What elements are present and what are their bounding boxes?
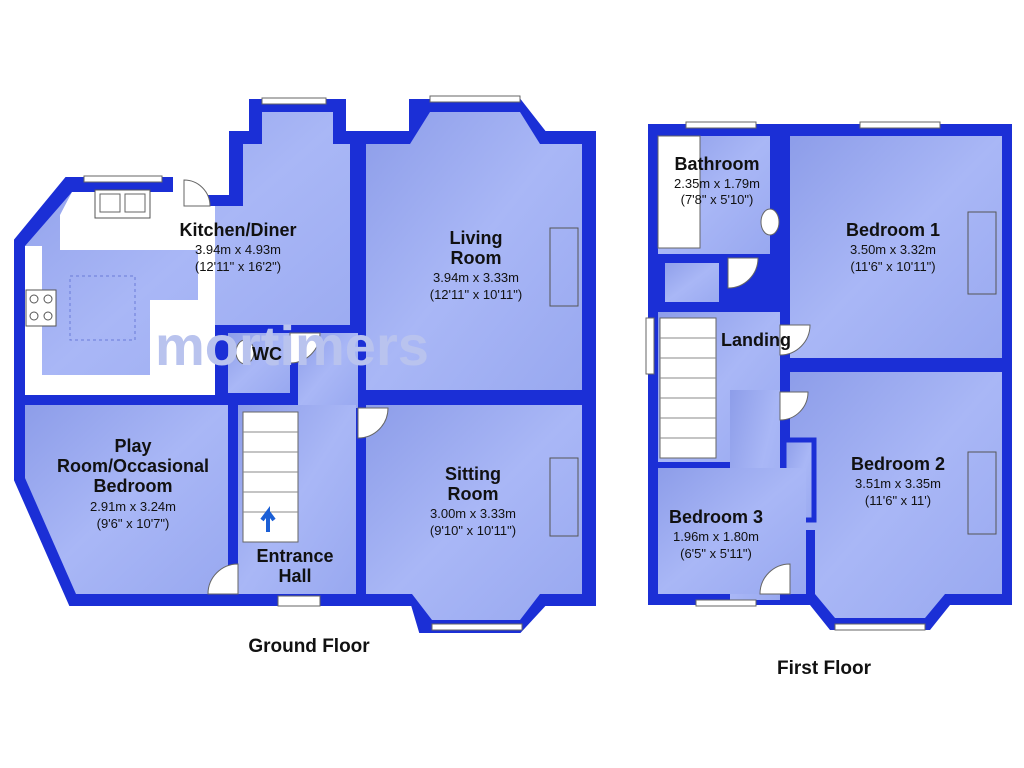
landing-window bbox=[645, 317, 655, 375]
bedroom2-name: Bedroom 2 bbox=[851, 454, 945, 474]
wc-name: WC bbox=[252, 344, 282, 364]
sitting-name-1: Sitting bbox=[445, 464, 501, 484]
play-name-2: Room/Occasional bbox=[57, 456, 209, 476]
sitting-name-2: Room bbox=[448, 484, 499, 504]
sitting-door-swing bbox=[357, 407, 389, 439]
ground-floor-label: Ground Floor bbox=[248, 636, 370, 657]
play-dim-ft: (9'6" x 10'7") bbox=[97, 516, 170, 531]
bedroom1-dim-m: 3.50m x 3.32m bbox=[850, 242, 936, 257]
bedroom2-dim-ft: (11'6" x 11') bbox=[865, 493, 931, 508]
bedroom1-fireplace bbox=[967, 211, 997, 295]
bathroom-cupboard bbox=[659, 257, 725, 308]
play-room-area bbox=[25, 405, 228, 594]
bedroom3-dim-m: 1.96m x 1.80m bbox=[673, 529, 759, 544]
play-door-swing bbox=[207, 563, 239, 595]
bedroom3-name: Bedroom 3 bbox=[669, 507, 763, 527]
wc-area bbox=[228, 333, 290, 393]
sink-icon bbox=[94, 189, 151, 219]
toilet-icon bbox=[235, 339, 255, 365]
hob-icon bbox=[25, 289, 57, 327]
basin-icon bbox=[760, 208, 780, 236]
living-dim-m: 3.94m x 3.33m bbox=[433, 270, 519, 285]
living-name-2: Room bbox=[451, 248, 502, 268]
kitchen-window bbox=[261, 97, 327, 105]
first-floor-label: First Floor bbox=[777, 658, 872, 679]
front-door bbox=[277, 595, 321, 607]
sitting-fireplace bbox=[549, 457, 579, 537]
landing-name: Landing bbox=[721, 330, 791, 350]
kitchen-worktop bbox=[25, 192, 215, 395]
living-fireplace bbox=[549, 227, 579, 307]
living-dim-ft: (12'11" x 10'11") bbox=[430, 287, 523, 302]
bedroom1-name: Bedroom 1 bbox=[846, 220, 940, 240]
play-name-1: Play bbox=[114, 436, 151, 456]
sitting-dim-m: 3.00m x 3.33m bbox=[430, 506, 516, 521]
wc-door-swing bbox=[289, 332, 321, 364]
kitchen-diner-area bbox=[25, 112, 350, 395]
sitting-dim-ft: (9'10" x 10'11") bbox=[430, 523, 516, 538]
living-bay-window bbox=[429, 95, 521, 103]
bathroom-door-swing bbox=[727, 257, 759, 289]
first-floor-plan bbox=[645, 121, 1012, 631]
sitting-room-area bbox=[366, 405, 582, 620]
bedroom1-door-swing bbox=[779, 324, 811, 356]
hall-name-2: Hall bbox=[278, 566, 311, 586]
kitchen-door-swing bbox=[183, 179, 211, 207]
play-name-3: Bedroom bbox=[93, 476, 172, 496]
kitchen-side-window bbox=[83, 175, 163, 183]
bedroom2-area bbox=[790, 372, 1002, 618]
living-room-area bbox=[366, 112, 582, 390]
bedroom1-dim-ft: (11'6" x 10'11") bbox=[850, 259, 935, 274]
kitchen-island bbox=[69, 275, 136, 341]
bathroom-dim-m: 2.35m x 1.79m bbox=[674, 176, 760, 191]
bedroom2-dim-m: 3.51m x 3.35m bbox=[855, 476, 941, 491]
staircase-first bbox=[659, 317, 717, 459]
living-name-1: Living bbox=[450, 228, 503, 248]
ground-floor-labels: Kitchen/Diner 3.94m x 4.93m (12'11" x 16… bbox=[57, 220, 522, 657]
bedroom3-dim-ft: (6'5" x 5'11") bbox=[680, 546, 752, 561]
bedroom2-bay-window bbox=[834, 623, 926, 631]
bathroom-window bbox=[685, 121, 757, 129]
bedroom2-fireplace bbox=[967, 451, 997, 535]
staircase-ground bbox=[242, 411, 299, 543]
bath-icon bbox=[657, 135, 701, 249]
hall-name-1: Entrance bbox=[256, 546, 333, 566]
watermark-text: mortimers bbox=[155, 314, 429, 377]
play-dim-m: 2.91m x 3.24m bbox=[90, 499, 176, 514]
bedroom1-area bbox=[790, 136, 1002, 358]
ground-floor-plan bbox=[14, 95, 596, 633]
bathroom-name: Bathroom bbox=[675, 154, 760, 174]
bathroom-dim-ft: (7'8" x 5'10") bbox=[681, 192, 754, 207]
bedroom1-window bbox=[859, 121, 941, 129]
kitchen-dim-ft: (12'11" x 16'2") bbox=[195, 259, 281, 274]
bedroom3-door-swing bbox=[759, 563, 791, 595]
first-floor-labels: Bathroom 2.35m x 1.79m (7'8" x 5'10") Be… bbox=[669, 154, 945, 679]
sitting-bay-window bbox=[431, 623, 523, 631]
bedroom2-door-swing bbox=[779, 391, 809, 421]
bedroom3-window bbox=[695, 599, 757, 607]
kitchen-dim-m: 3.94m x 4.93m bbox=[195, 242, 281, 257]
kitchen-name: Kitchen/Diner bbox=[179, 220, 296, 240]
